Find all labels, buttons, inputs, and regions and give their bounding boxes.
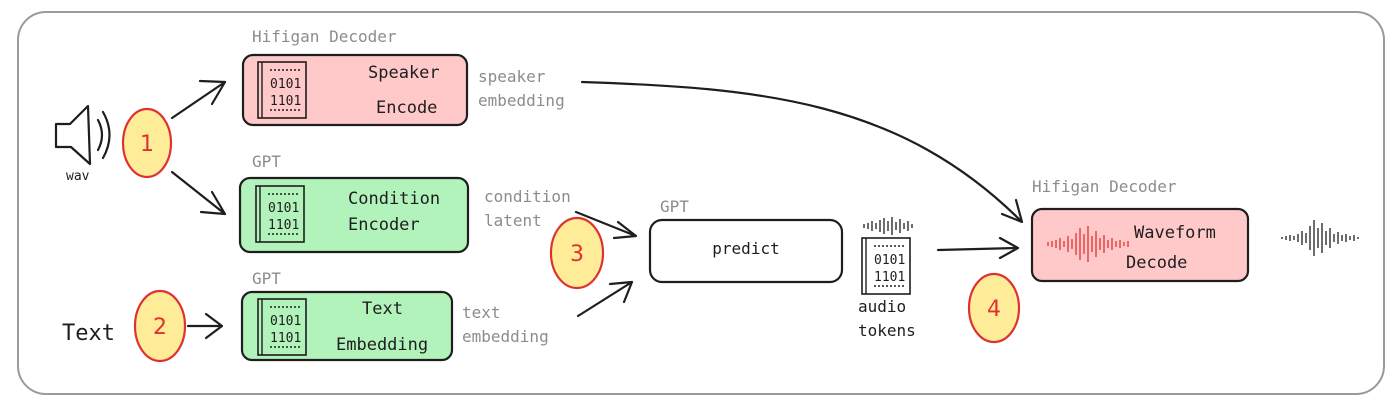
arrow-text-to-predict (576, 280, 634, 318)
badge-4: 4 (967, 272, 1021, 344)
gpt-label-condition: GPT (252, 152, 281, 171)
speaker-embedding-label-2: embedding (478, 91, 565, 110)
speaker-icon (54, 104, 111, 166)
speaker-embedding-label-1: speaker (478, 67, 546, 86)
badge-2-number: 2 (153, 315, 167, 340)
waveform-decode-box: Waveform Decode (1030, 207, 1250, 283)
badge-1: 1 (121, 107, 173, 179)
binary-token-icon: 0101 1101 (255, 185, 305, 243)
condition-encoder-line1: Condition (348, 189, 440, 209)
waveform-icon (1281, 220, 1359, 256)
condition-encoder-box: 0101 1101 Condition Encoder (238, 176, 470, 254)
hifigan-label-right: Hifigan Decoder (1032, 177, 1177, 196)
condition-latent-label-1: condition (484, 187, 571, 206)
text-embedding-label-1: text (462, 303, 501, 322)
arrow-speaker-to-waveform (580, 80, 1024, 224)
svg-text:0101: 0101 (270, 77, 301, 92)
binary-token-icon: 0101 1101 (257, 298, 307, 356)
text-embedding-label-2: embedding (462, 327, 549, 346)
svg-text:1101: 1101 (268, 218, 299, 233)
waveform-red-icon (1047, 226, 1129, 262)
wav-label: wav (66, 169, 90, 184)
audio-tokens-label-1: audio (858, 297, 906, 316)
predict-label: predict (712, 239, 779, 258)
arrow-to-speaker-encode (170, 79, 227, 120)
badge-1-number: 1 (140, 132, 154, 157)
speaker-encode-line2: Encode (376, 98, 437, 118)
gpt-label-text: GPT (252, 269, 281, 288)
badge-2: 2 (133, 289, 187, 363)
text-embedding-line1: Text (362, 299, 403, 319)
svg-text:0101: 0101 (874, 253, 905, 268)
text-input-label: Text (62, 321, 115, 346)
condition-latent-label-2: latent (484, 211, 542, 230)
svg-text:1101: 1101 (270, 331, 301, 346)
badge-3-number: 3 (570, 242, 584, 267)
arrow-to-condition-encoder (170, 170, 227, 216)
hifigan-label-top: Hifigan Decoder (252, 27, 397, 46)
binary-token-icon: 0101 1101 (257, 61, 307, 119)
speaker-encode-box: 0101 1101 Speaker Encode (241, 53, 469, 127)
predict-box: predict (648, 218, 844, 284)
binary-token-icon: 0101 1101 (861, 237, 911, 295)
waveform-decode-line2: Decode (1126, 253, 1187, 273)
text-embedding-box: 0101 1101 Text Embedding (240, 290, 454, 362)
svg-text:1101: 1101 (874, 270, 905, 285)
svg-text:0101: 0101 (270, 314, 301, 329)
arrow-condition-to-predict (574, 210, 638, 240)
waveform-decode-line1: Waveform (1134, 223, 1216, 243)
svg-text:1101: 1101 (270, 94, 301, 109)
svg-text:0101: 0101 (268, 201, 299, 216)
arrow-to-text-embedding (186, 312, 224, 340)
gpt-label-predict: GPT (660, 197, 689, 216)
arrow-tokens-to-waveform (936, 236, 1020, 260)
badge-3: 3 (549, 216, 605, 290)
text-embedding-line2: Embedding (336, 335, 428, 355)
speaker-encode-line1: Speaker (368, 63, 440, 83)
condition-encoder-line2: Encoder (348, 215, 420, 235)
badge-4-number: 4 (987, 297, 1001, 322)
diagram-frame (17, 11, 1385, 395)
audio-waveform-small-icon (863, 217, 913, 235)
audio-tokens-label-2: tokens (858, 321, 916, 340)
